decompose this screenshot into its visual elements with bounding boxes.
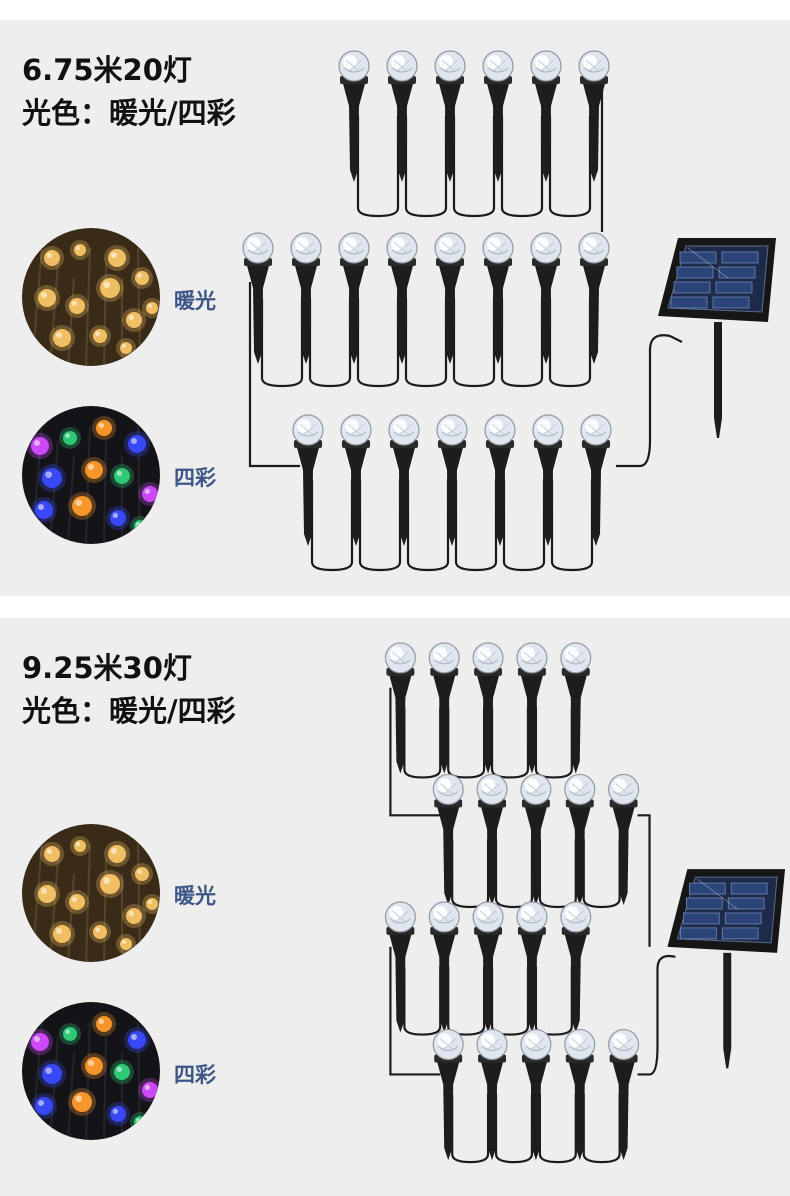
multicolor-label: 四彩 [174, 466, 216, 490]
stake-light-icon [386, 232, 418, 364]
spec-title: 6.75米20灯 [22, 53, 192, 87]
string-light-diagram [230, 20, 790, 596]
stake-light-icon [434, 232, 466, 364]
stake-light-icon [384, 901, 416, 1033]
stake-light-icon [516, 642, 548, 774]
warm-bokeh-icon [22, 824, 160, 962]
stake-light-icon [436, 414, 468, 546]
multicolor-label: 四彩 [174, 1063, 216, 1087]
stake-light-icon [520, 773, 552, 906]
product-panel-30-lights: 9.25米30灯 光色：暖光/四彩 暖光 四彩 [0, 618, 790, 1196]
stake-light-icon [292, 414, 324, 546]
stake-light-icon [530, 232, 562, 364]
multicolor-bokeh-icon [22, 406, 160, 544]
stake-light-icon [564, 1028, 596, 1161]
string-light-diagram [230, 618, 790, 1194]
spec-title: 9.25米30灯 [22, 651, 192, 685]
warm-light-label: 暖光 [174, 884, 216, 908]
stake-light-icon [290, 232, 322, 364]
stake-light-icon [560, 642, 592, 774]
stake-light-icon [578, 232, 610, 364]
stake-light-icon [578, 50, 610, 182]
stake-light-icon [384, 642, 416, 774]
stake-light-icon [338, 50, 370, 182]
stake-light-icon [386, 50, 418, 182]
stake-light-icon [472, 642, 504, 774]
stake-light-icon [242, 232, 274, 364]
solar-panel-icon [658, 238, 776, 438]
stake-light-icon [564, 773, 596, 906]
stake-light-icon [428, 901, 460, 1033]
stake-light-icon [476, 1028, 508, 1161]
stake-light-icon [338, 232, 370, 364]
stake-light-icon [516, 901, 548, 1033]
stake-light-icon [428, 642, 460, 774]
stake-light-icon [532, 414, 564, 546]
stake-light-icon [560, 901, 592, 1033]
stake-light-icon [388, 414, 420, 546]
stake-light-icon [608, 773, 640, 906]
stake-light-icon [482, 50, 514, 182]
stake-light-icon [482, 232, 514, 364]
stake-light-icon [340, 414, 372, 546]
stake-light-icon [484, 414, 516, 546]
solar-panel-icon [667, 869, 786, 1069]
stake-light-icon [432, 1028, 464, 1161]
stake-light-icon [476, 773, 508, 906]
warm-bokeh-icon [22, 228, 160, 366]
stake-light-icon [434, 50, 466, 182]
multicolor-bokeh-icon [22, 1002, 160, 1140]
stake-light-icon [432, 773, 464, 906]
light-color-title: 光色：暖光/四彩 [22, 694, 236, 728]
stake-light-icon [530, 50, 562, 182]
stake-light-icon [472, 901, 504, 1033]
light-color-title: 光色：暖光/四彩 [22, 96, 236, 130]
stake-light-icon [608, 1028, 640, 1161]
product-panel-20-lights: 6.75米20灯 光色：暖光/四彩 暖光 四彩 [0, 20, 790, 596]
stake-light-icon [580, 414, 612, 546]
warm-light-label: 暖光 [174, 289, 216, 313]
stake-light-icon [520, 1028, 552, 1161]
